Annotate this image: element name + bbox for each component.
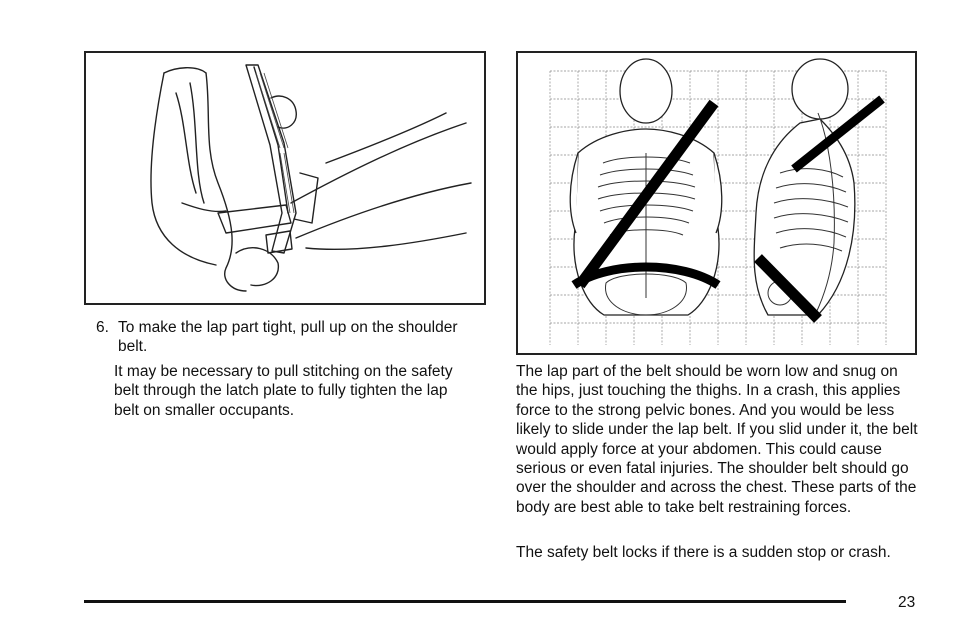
side-lap-belt — [754, 254, 822, 323]
front-arm-right — [713, 152, 723, 234]
side-torso — [753, 118, 856, 316]
side-head — [791, 58, 849, 120]
lower-hand — [235, 247, 280, 287]
latch-plate — [265, 230, 293, 254]
belt-tightening-drawing — [150, 64, 472, 292]
belt-lock-note: The safety belt locks if there is a sudd… — [516, 544, 891, 561]
front-head — [619, 58, 673, 124]
arm-outline — [205, 72, 247, 292]
front-pelvis — [605, 273, 687, 316]
step-6: 6. To make the lap part tight, pull up o… — [96, 318, 476, 357]
step-note: It may be necessary to pull stitching on… — [114, 363, 453, 419]
front-arm-left — [569, 152, 579, 234]
thigh-outline — [290, 122, 467, 204]
torso-outline — [150, 72, 217, 266]
step-number: 6. — [96, 319, 109, 336]
illustration-pull-shoulder-belt — [84, 51, 486, 305]
skeleton-grid-drawing — [549, 58, 887, 345]
waist-belt — [217, 204, 292, 234]
front-lap-belt — [571, 262, 721, 289]
upper-hand — [270, 95, 297, 129]
illustration-belt-position-skeleton — [516, 51, 917, 355]
shoulder-belt-strap — [245, 64, 297, 254]
step-text: To make the lap part tight, pull up on t… — [118, 319, 458, 356]
front-ribcage — [597, 153, 696, 316]
footer-rule — [84, 600, 846, 603]
lap-belt-explanation: The lap part of the belt should be worn … — [516, 363, 918, 516]
side-shoulder-belt — [791, 95, 885, 173]
page-number: 23 — [898, 594, 916, 611]
belt-paths — [571, 95, 885, 323]
front-shoulder-belt — [575, 99, 719, 289]
